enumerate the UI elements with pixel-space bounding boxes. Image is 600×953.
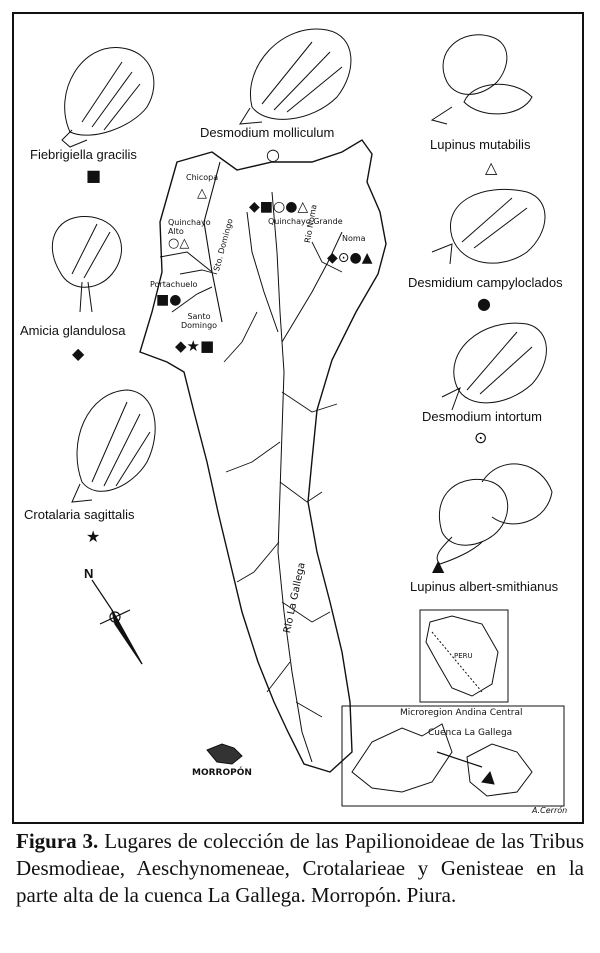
flower-desmodium-molliculum	[239, 28, 352, 125]
inset-peru-label: PERU	[454, 652, 473, 660]
place-symbols-santo-domingo: ◆★■	[175, 337, 215, 355]
place-symbols-quinchayo-grande: ◆■○●△	[249, 199, 309, 215]
inset-microregion-label: Microregion Andina Central	[400, 708, 523, 718]
species-label-amicia: Amicia glandulosa	[20, 323, 126, 338]
sub-basin-divide	[159, 251, 213, 273]
flower-lupinus-mutabilis	[430, 34, 533, 125]
sub-basin-divide	[171, 286, 213, 313]
species-symbol-crotalaria: ★	[86, 527, 101, 546]
sub-basin-divide	[203, 161, 223, 323]
watershed-outline	[139, 139, 387, 773]
flower-fiebrigiella	[61, 47, 155, 148]
river	[279, 481, 323, 503]
inset-microregion	[341, 705, 565, 807]
map-drawing	[51, 28, 565, 807]
river-main	[271, 191, 313, 763]
caption-label: Figura 3.	[16, 829, 99, 853]
species-symbol-fiebrigiella: ■	[86, 166, 102, 185]
flower-crotalaria	[71, 389, 156, 503]
place-label-chicopa: Chicopa	[186, 173, 219, 182]
species-label-desmodium-intortum: Desmodium intortum	[422, 409, 542, 424]
place-label-quinchayo-grande: Quinchayo Grande	[268, 217, 343, 226]
flower-amicia	[51, 215, 122, 313]
species-label-desmidium-campyloclados: Desmidium campyloclados	[408, 275, 563, 290]
species-symbol-lupinus-albert: ▲	[432, 556, 445, 575]
species-symbol-desmidium-campyloclados: ●	[477, 294, 491, 313]
inset-cuenca-label: Cuenca La Gallega	[428, 728, 513, 738]
place-symbols-noma: ◆⊙●▲	[327, 250, 373, 266]
species-label-crotalaria: Crotalaria sagittalis	[24, 507, 135, 522]
place-label-noma: Noma	[342, 234, 366, 243]
species-label-lupinus-mutabilis: Lupinus mutabilis	[430, 137, 531, 152]
species-symbol-desmodium-intortum: ⊙	[474, 428, 488, 447]
figure-caption: Figura 3. Lugares de colección de las Pa…	[16, 828, 584, 909]
river	[236, 541, 280, 583]
river	[295, 701, 323, 718]
figure-frame	[12, 12, 584, 824]
north-arrow	[91, 579, 143, 665]
flower-lupinus-albert	[436, 463, 553, 565]
river	[223, 311, 258, 363]
river	[266, 661, 291, 693]
river	[311, 241, 343, 273]
species-label-desmodium-molliculum: Desmodium molliculum	[200, 125, 335, 140]
north-label: N	[84, 566, 94, 581]
place-symbols-portachuelo: ■●	[156, 292, 182, 308]
river	[246, 211, 279, 333]
species-label-lupinus-albert: Lupinus albert-smithianus	[410, 579, 559, 594]
place-symbols-chicopa: △	[197, 186, 207, 201]
species-symbol-lupinus-mutabilis: △	[485, 158, 498, 177]
place-label-santo-domingo: Santo Domingo	[180, 312, 218, 330]
place-label-morropon: MORROPÓN	[192, 768, 252, 778]
place-label-quinchayo-alto: Quinchayo Alto	[168, 218, 211, 236]
river	[281, 231, 343, 343]
flower-desmidium-campyloclados	[431, 188, 546, 265]
species-symbol-desmodium-molliculum: ○	[266, 145, 280, 164]
signature: A.Cerrón	[532, 806, 568, 815]
morropon-town	[206, 743, 243, 765]
species-symbol-amicia: ◆	[72, 344, 85, 363]
river	[281, 601, 331, 623]
flower-desmodium-intortum	[441, 322, 547, 411]
river	[281, 391, 338, 413]
inset-peru	[419, 609, 509, 703]
river	[225, 441, 281, 473]
river	[179, 269, 218, 275]
place-label-portachuelo: Portachuelo	[150, 280, 198, 289]
species-label-fiebrigiella: Fiebrigiella gracilis	[30, 147, 137, 162]
place-symbols-quinchayo-alto: ○△	[168, 236, 190, 251]
caption-text: Lugares de colección de las Papilionoide…	[16, 829, 585, 907]
